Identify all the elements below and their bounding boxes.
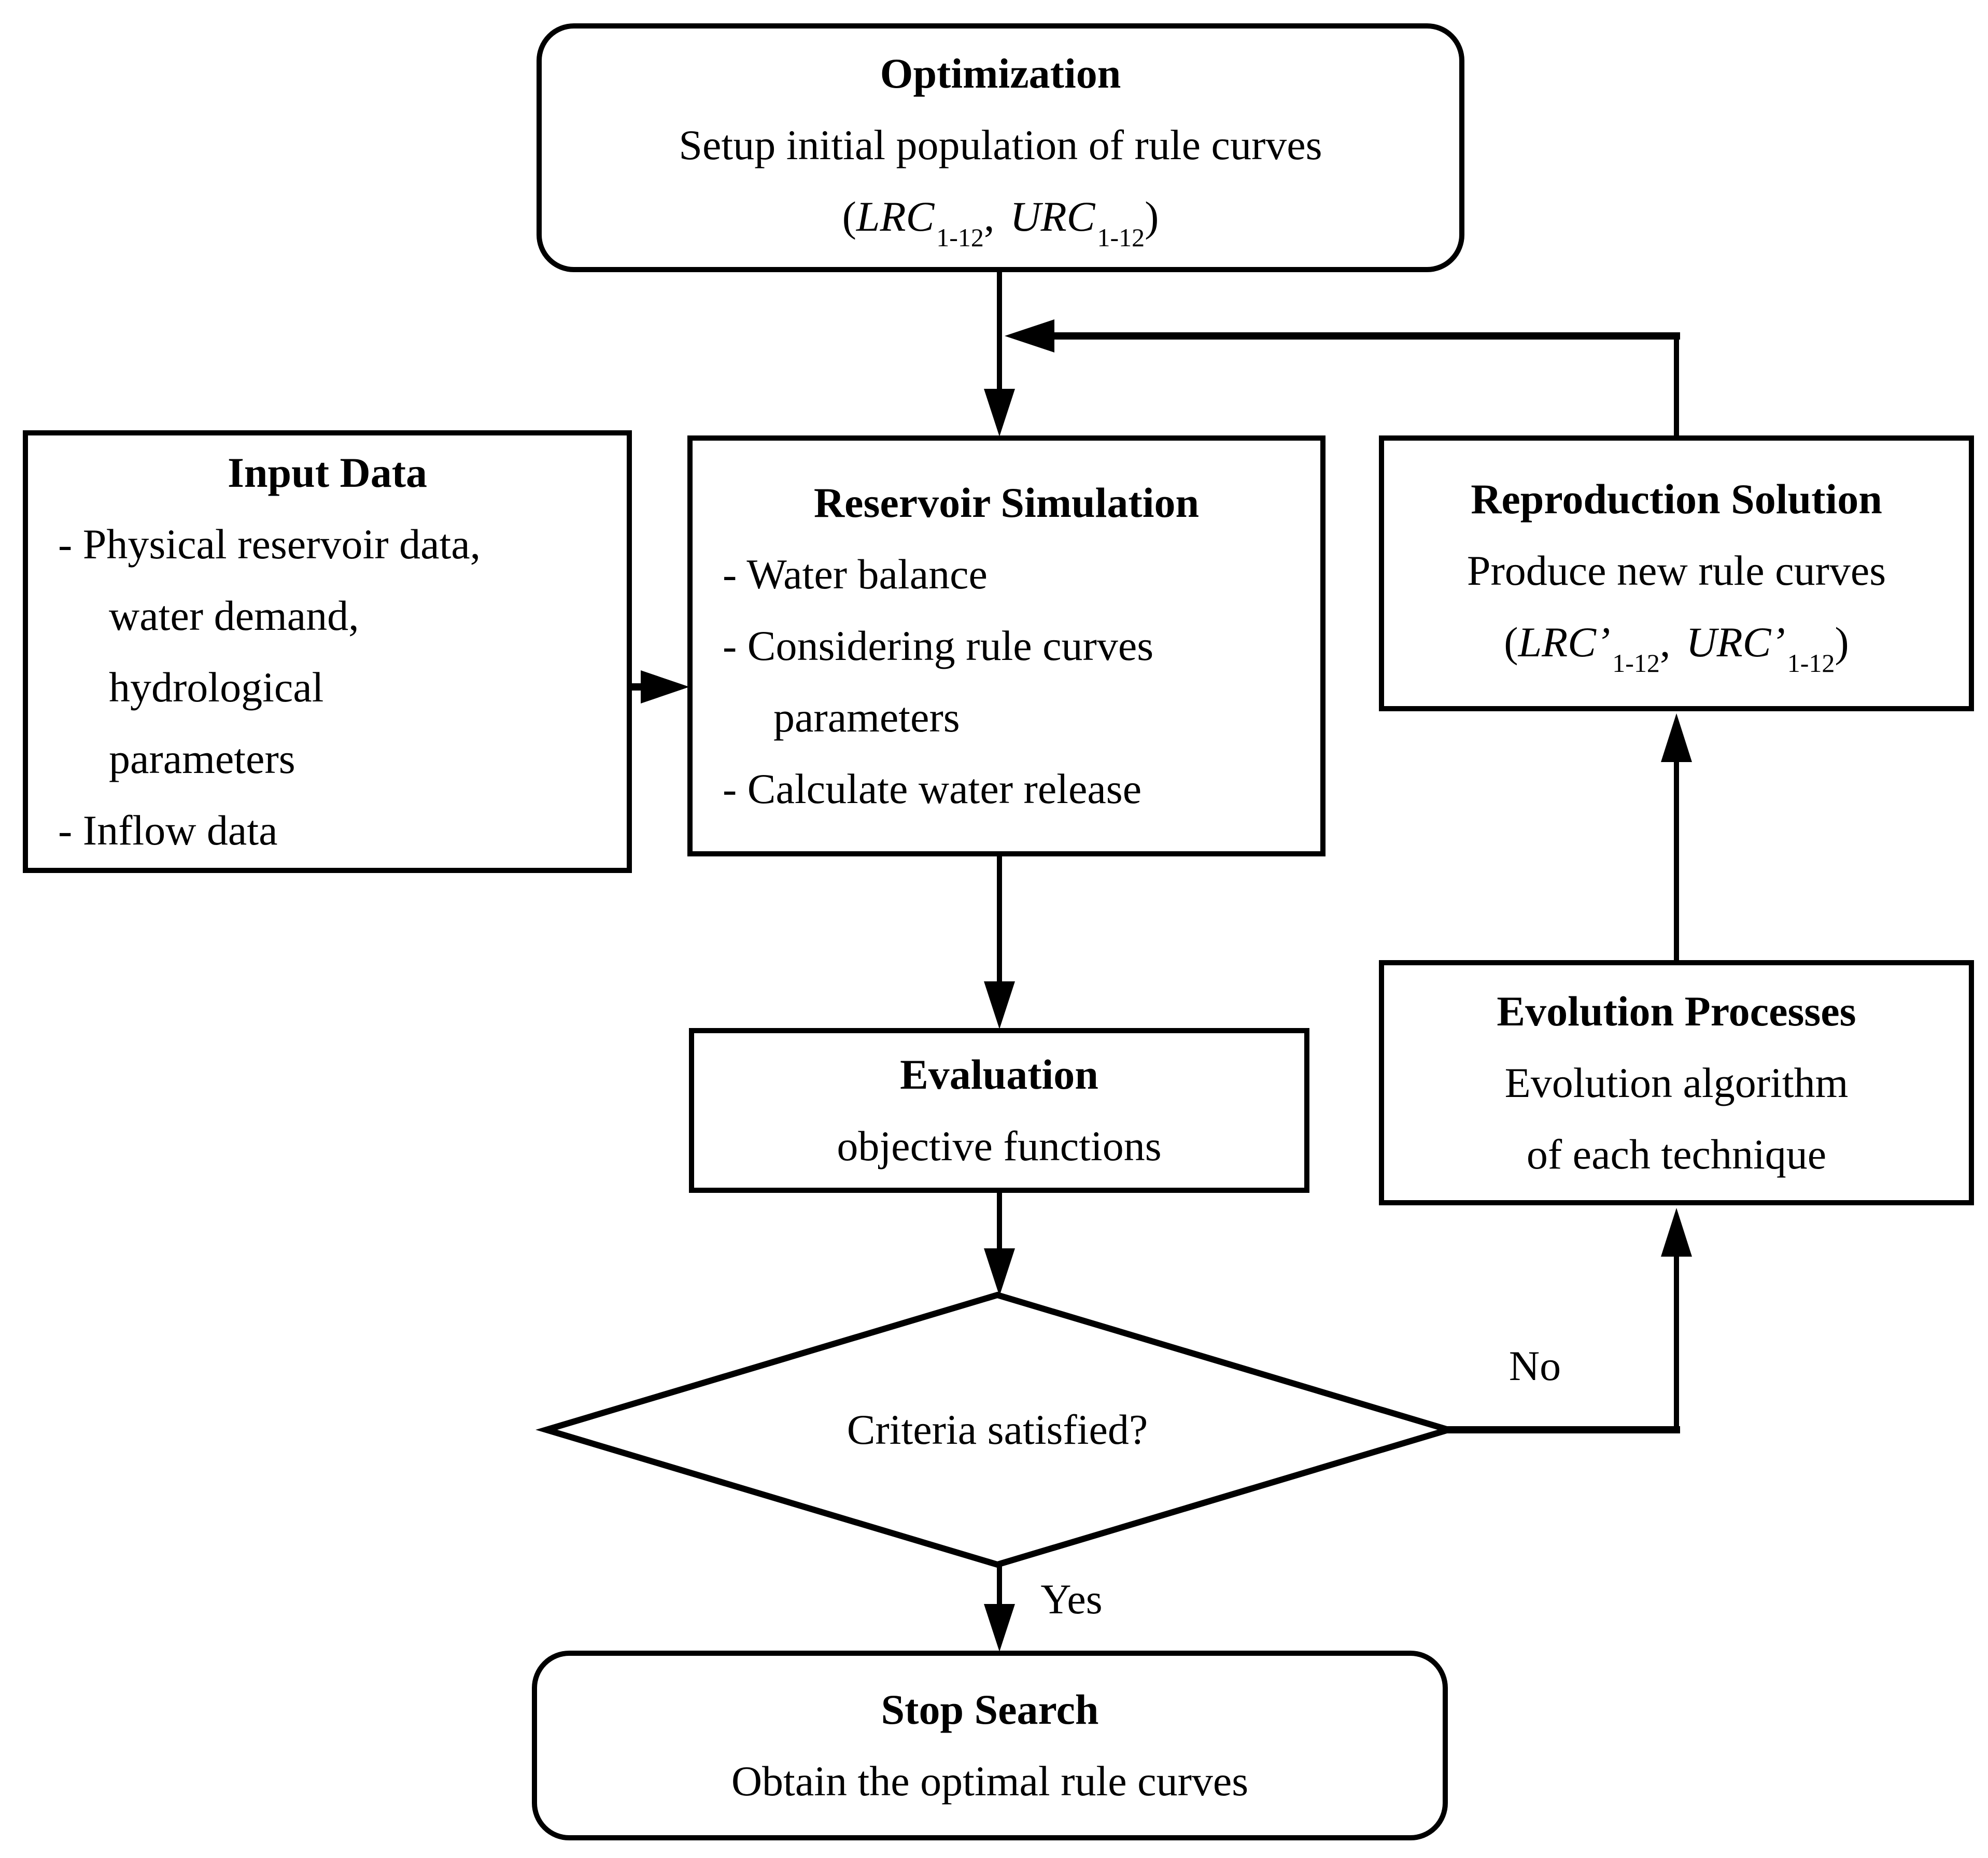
input-data-item: water demand, xyxy=(109,592,359,639)
formula-close-paren: ) xyxy=(1835,618,1849,666)
reservoir-simulation-list: - Water balance - Considering rule curve… xyxy=(693,539,1320,825)
optimization-title: Optimization xyxy=(880,50,1121,97)
input-data-list: - Physical reservoir data, water demand,… xyxy=(28,509,627,866)
decision-diamond-shape xyxy=(535,1291,1459,1568)
arrow-decision-to-evolution xyxy=(1447,1208,1692,1433)
decision-node: Criteria satisfied? xyxy=(546,1295,1448,1565)
reproduction-solution-title: Reproduction Solution xyxy=(1471,475,1882,523)
formula-sub-urc-prime: 1-12 xyxy=(1787,649,1835,678)
reservoir-simulation-node: Reservoir Simulation - Water balance - C… xyxy=(687,435,1326,856)
evaluation-node: Evaluation objective functions xyxy=(689,1028,1309,1193)
reservoir-simulation-title: Reservoir Simulation xyxy=(813,479,1200,526)
arrow-evolution-to-reproduction xyxy=(1661,713,1692,960)
input-data-item: - Inflow data xyxy=(58,807,278,854)
stop-search-subtitle: Obtain the optimal rule curves xyxy=(731,1757,1249,1805)
formula-sub-urc: 1-12 xyxy=(1097,223,1145,252)
optimization-subtitle: Setup initial population of rule curves xyxy=(679,121,1322,168)
formula-sub-lrc-prime: 1-12 xyxy=(1612,649,1660,678)
formula-var-urc-prime: URC’ xyxy=(1686,618,1785,666)
evolution-processes-title: Evolution Processes xyxy=(1497,987,1856,1035)
arrow-input-to-simulation xyxy=(632,670,689,703)
input-data-item: hydrological xyxy=(109,664,324,711)
arrow-optimization-to-simulation xyxy=(984,272,1015,437)
stop-search-title: Stop Search xyxy=(881,1686,1099,1733)
formula-open-paren: ( xyxy=(842,193,856,240)
formula-sub-lrc: 1-12 xyxy=(936,223,984,252)
evolution-processes-line2: of each technique xyxy=(1526,1130,1827,1178)
reservoir-simulation-item: parameters xyxy=(773,694,960,741)
reproduction-solution-node: Reproduction Solution Produce new rule c… xyxy=(1379,435,1974,711)
arrow-simulation-to-evaluation xyxy=(984,856,1015,1029)
stop-search-node: Stop Search Obtain the optimal rule curv… xyxy=(532,1651,1448,1840)
optimization-node: Optimization Setup initial population of… xyxy=(537,23,1464,272)
input-data-item: parameters xyxy=(109,735,295,782)
arrow-reproduction-feedback xyxy=(1005,319,1680,437)
reproduction-solution-subtitle: Produce new rule curves xyxy=(1467,547,1886,594)
arrow-evaluation-to-decision xyxy=(984,1193,1015,1296)
reservoir-simulation-item: - Considering rule curves xyxy=(723,622,1154,669)
edge-label-no: No xyxy=(1508,1342,1561,1389)
reservoir-simulation-item: - Water balance xyxy=(723,551,988,598)
formula-open-paren: ( xyxy=(1504,618,1518,666)
evolution-processes-node: Evolution Processes Evolution algorithm … xyxy=(1379,960,1974,1205)
input-data-item: - Physical reservoir data, xyxy=(58,520,481,568)
decision-question: Criteria satisfied? xyxy=(847,1406,1148,1453)
input-data-node: Input Data - Physical reservoir data, wa… xyxy=(23,430,632,873)
formula-var-lrc-prime: LRC’ xyxy=(1518,618,1611,666)
input-data-title: Input Data xyxy=(227,449,428,496)
evaluation-subtitle: objective functions xyxy=(837,1122,1162,1170)
formula-separator: , xyxy=(983,193,995,240)
arrow-decision-to-stop xyxy=(984,1565,1015,1652)
formula-close-paren: ) xyxy=(1145,193,1159,240)
edge-label-yes: Yes xyxy=(1040,1575,1103,1623)
formula-var-urc: URC xyxy=(1010,193,1095,240)
reservoir-simulation-item: - Calculate water release xyxy=(723,765,1142,812)
evaluation-title: Evaluation xyxy=(900,1051,1098,1098)
formula-var-lrc: LRC xyxy=(856,193,935,240)
formula-separator: , xyxy=(1659,618,1671,666)
evolution-processes-line1: Evolution algorithm xyxy=(1504,1059,1849,1106)
optimization-formula: (LRC1-12,URC1-12) xyxy=(542,181,1459,258)
reproduction-solution-formula: (LRC’1-12,URC’1-12) xyxy=(1384,607,1969,683)
